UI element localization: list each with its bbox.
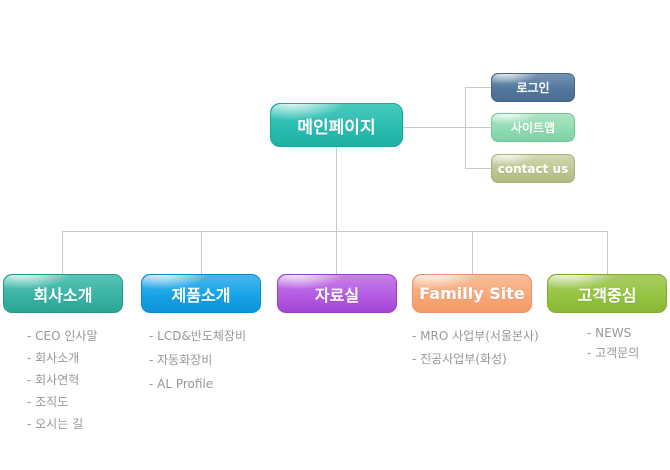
sub-item: - 회사소개 — [27, 351, 80, 365]
sub-item: - 고객문의 — [587, 346, 640, 360]
node-product-info[interactable]: 제품소개 — [141, 274, 261, 313]
connector-categories-horizontal — [62, 231, 608, 232]
node-product-info-label: 제품소개 — [171, 285, 231, 305]
connector-utilities-vertical — [465, 87, 466, 169]
sub-item: - 조직도 — [27, 395, 69, 409]
customer-center-sub-items: - NEWS - 고객문의 — [587, 323, 639, 363]
family-site-sub-items: - MRO 사업부(서울본사) - 진공사업부(화성) — [412, 325, 539, 371]
sub-item: - LCD&반도체장비 — [149, 329, 247, 343]
connector-drop-product — [201, 231, 202, 274]
sub-item: - 자동화장비 — [149, 353, 213, 367]
sub-item: - CEO 인사말 — [27, 329, 98, 343]
node-contact-us-label: contact us — [497, 161, 569, 176]
sub-item: - 오시는 길 — [27, 417, 84, 431]
node-customer-center[interactable]: 고객중심 — [547, 274, 667, 313]
connector-main-to-utilities — [403, 127, 465, 128]
sub-item: - MRO 사업부(서울본사) — [412, 329, 539, 343]
connector-main-down — [336, 147, 337, 232]
sub-item: - NEWS — [587, 326, 632, 340]
node-company-info-label: 회사소개 — [33, 285, 93, 305]
node-contact-us[interactable]: contact us — [491, 154, 575, 183]
connector-stub-login — [465, 87, 491, 88]
node-sitemap[interactable]: 사이트맵 — [491, 113, 575, 142]
node-main-page[interactable]: 메인페이지 — [270, 103, 403, 147]
node-family-site-label: Familly Site — [419, 284, 525, 303]
sub-item: - 진공사업부(화성) — [412, 352, 507, 366]
sub-item: - AL Profile — [149, 377, 214, 391]
node-login-label: 로그인 — [516, 81, 550, 95]
node-sitemap-label: 사이트맵 — [510, 121, 556, 135]
node-family-site[interactable]: Familly Site — [412, 274, 532, 313]
node-main-page-label: 메인페이지 — [297, 117, 376, 138]
node-login[interactable]: 로그인 — [491, 73, 575, 102]
connector-stub-contact — [465, 168, 491, 169]
product-sub-items: - LCD&반도체장비 - 자동화장비 - AL Profile — [149, 324, 246, 396]
sub-item: - 회사연혁 — [27, 373, 80, 387]
connector-drop-company — [62, 231, 63, 274]
connector-drop-data — [336, 231, 337, 274]
company-sub-items: - CEO 인사말 - 회사소개 - 회사연혁 - 조직도 - 오시는 길 — [27, 325, 98, 435]
node-customer-center-label: 고객중심 — [577, 285, 637, 305]
node-data-room[interactable]: 자료실 — [277, 274, 397, 313]
node-data-room-label: 자료실 — [314, 285, 360, 305]
node-company-info[interactable]: 회사소개 — [3, 274, 123, 313]
connector-stub-sitemap — [465, 127, 491, 128]
connector-drop-customer — [607, 231, 608, 274]
connector-drop-family — [472, 231, 473, 274]
